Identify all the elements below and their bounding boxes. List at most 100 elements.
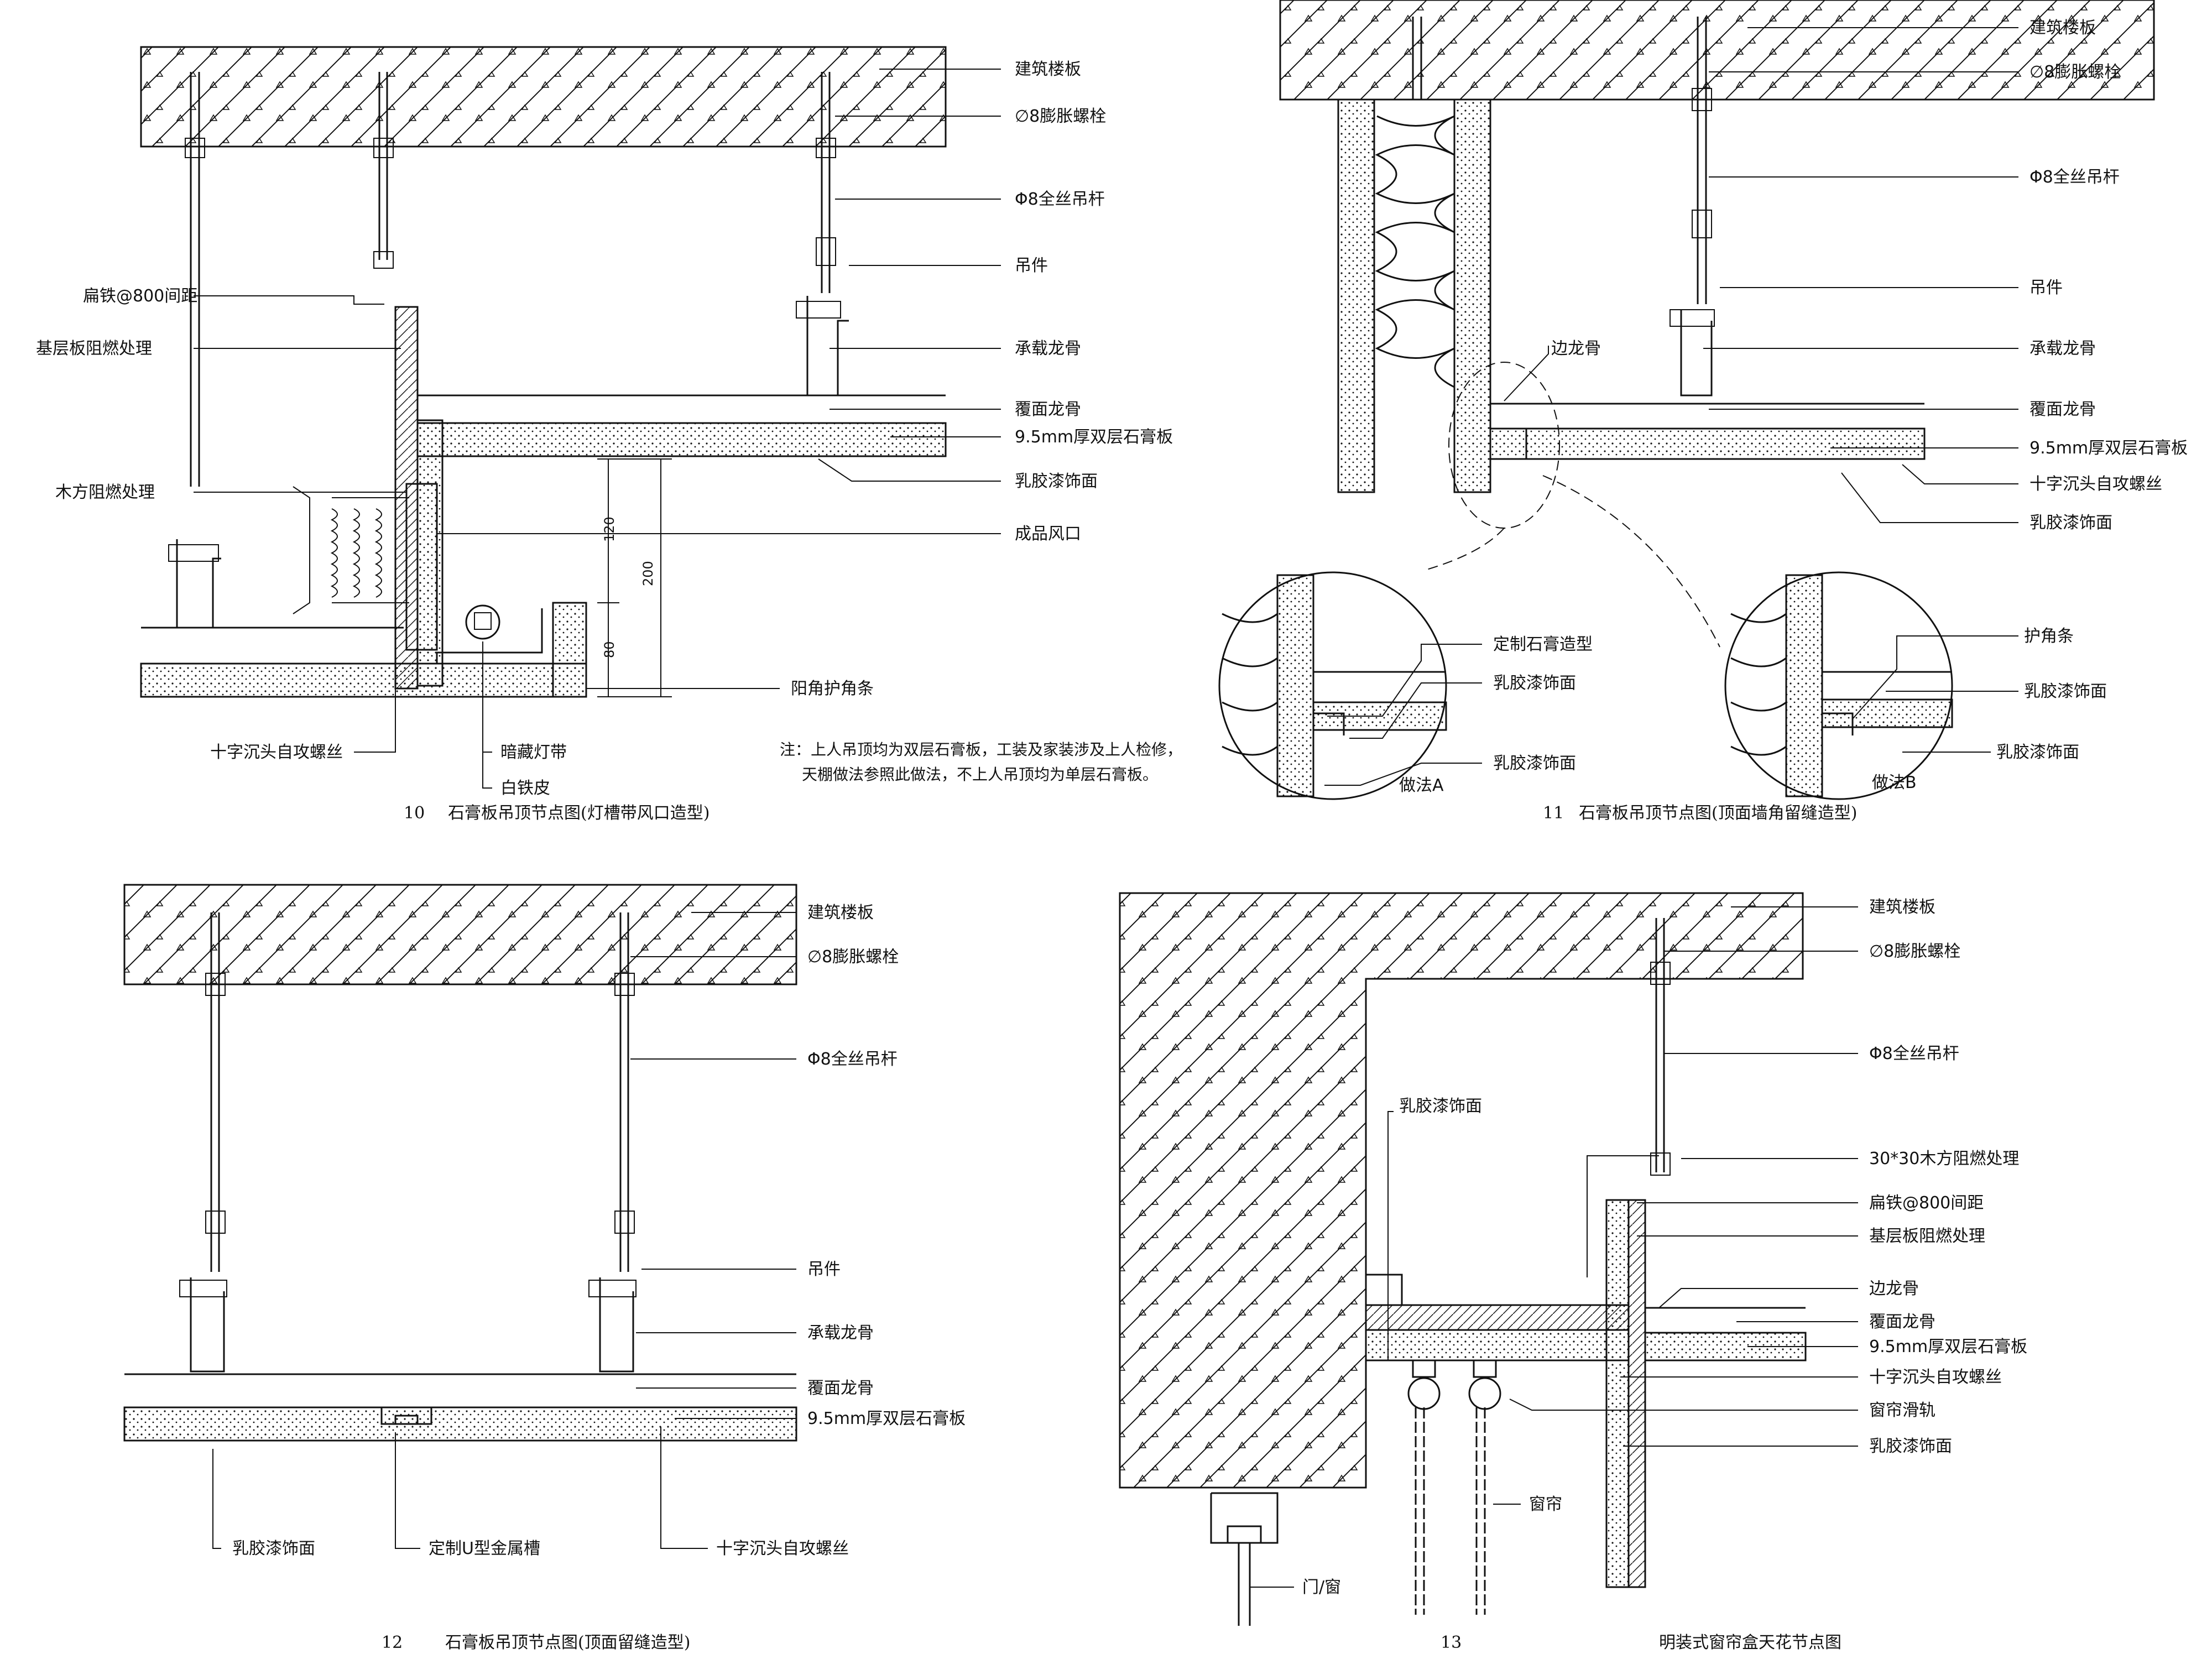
label-led: 暗藏灯带 (500, 743, 567, 762)
detail-title-12: 石膏板吊顶节点图(顶面留缝造型) (445, 1633, 690, 1652)
label-furring: 覆面龙骨 (2030, 400, 2096, 419)
leader-lines (212, 912, 796, 1549)
window-frame (1210, 1492, 1279, 1626)
dim-120: 120 (602, 517, 617, 542)
label-wood-batten: 木方阻燃处理 (55, 483, 155, 502)
label-flat-iron: 扁铁@800间距 (1869, 1193, 1984, 1213)
label-tin-sheet: 白铁皮 (500, 779, 550, 798)
leader-lines (194, 69, 1001, 789)
leader-lines (1250, 906, 1858, 1588)
label-slab: 建筑楼板 (2030, 18, 2096, 38)
label-paint: 乳胶漆饰面 (1015, 472, 1098, 491)
label-paint-left: 乳胶漆饰面 (1399, 1097, 1482, 1116)
label-gypsum: 9.5mm厚双层石膏板 (1015, 427, 1173, 447)
label-hanger: 吊件 (1015, 256, 1048, 275)
concrete-wall (1119, 892, 1804, 1489)
dimension-lines: 120 200 80 (597, 458, 672, 697)
concrete-slab (123, 884, 797, 985)
label-anchor-bolt: ∅8膨胀螺栓 (807, 947, 899, 967)
label-door-window: 门/窗 (1302, 1578, 1341, 1597)
label-screw: 十字沉头自攻螺丝 (210, 743, 343, 762)
dim-80: 80 (602, 641, 617, 658)
label-hanger-rod: Φ8全丝吊杆 (807, 1050, 898, 1069)
detail-number-10: 10 (404, 804, 425, 823)
detail-number-11: 11 (1543, 804, 1564, 823)
label-edge-runner: 边龙骨 (1869, 1279, 1919, 1298)
label-paint: 乳胶漆饰面 (232, 1539, 315, 1558)
label-gypsum: 9.5mm厚双层石膏板 (807, 1409, 966, 1428)
label-hanger: 吊件 (2030, 278, 2063, 298)
label-screw: 十字沉头自攻螺丝 (1869, 1368, 2002, 1387)
label-b-corner-bead: 护角条 (2024, 627, 2074, 646)
label-anchor-bolt: ∅8膨胀螺栓 (1869, 942, 1960, 961)
leader-lines (1504, 27, 2018, 523)
base-board-vertical (1627, 1199, 1646, 1588)
label-diffuser: 成品风口 (1015, 524, 1081, 544)
detail-title-11: 石膏板吊顶节点图(顶面墙角留缝造型) (1579, 804, 1857, 823)
label-a-paint-1: 乳胶漆饰面 (1493, 674, 1576, 693)
label-carrier: 承载龙骨 (1015, 339, 1081, 358)
detail-12: 建筑楼板 ∅8膨胀螺栓 Φ8全丝吊杆 吊件 承载龙骨 覆面龙骨 9.5mm厚双层… (123, 884, 966, 1652)
label-hanger-rod: Φ8全丝吊杆 (1015, 190, 1105, 209)
label-curtain-track: 窗帘滑轨 (1869, 1401, 1936, 1420)
label-paint: 乳胶漆饰面 (1869, 1437, 1952, 1456)
label-anchor-bolt: ∅8膨胀螺栓 (1015, 107, 1106, 126)
label-u-channel: 定制U型金属槽 (429, 1539, 540, 1558)
label-b-paint-2: 乳胶漆饰面 (1996, 743, 2079, 762)
label-base-board: 基层板阻燃处理 (36, 339, 152, 358)
hanger-rods (185, 72, 836, 487)
label-gypsum: 9.5mm厚双层石膏板 (1869, 1337, 2027, 1357)
label-flat-iron: 扁铁@800间距 (83, 286, 197, 306)
detail-number-13: 13 (1441, 1633, 1462, 1652)
label-slab: 建筑楼板 (1869, 898, 1936, 917)
label-gypsum: 9.5mm厚双层石膏板 (2030, 439, 2188, 458)
detail-11: 定制石膏造型 乳胶漆饰面 乳胶漆饰面 做法A 护角条 乳胶漆饰面 乳胶漆饰面 做… (1218, 0, 2188, 823)
detail-b: 护角条 乳胶漆饰面 乳胶漆饰面 做法B (1724, 571, 2107, 800)
label-furring: 覆面龙骨 (1015, 400, 1081, 419)
gypsum-board (416, 422, 947, 457)
label-anchor-bolt: ∅8膨胀螺栓 (2030, 62, 2121, 82)
label-paint: 乳胶漆饰面 (2030, 513, 2112, 533)
label-a-paint-2: 乳胶漆饰面 (1493, 754, 1576, 773)
label-slab: 建筑楼板 (1015, 60, 1081, 79)
detail-10: 120 200 80 建筑楼板 ∅8膨胀螺栓 Φ8全丝吊杆 吊件 承载龙 (36, 46, 1182, 823)
concrete-slab (1279, 0, 2155, 101)
label-corner-bead: 阳角护角条 (791, 679, 874, 698)
note-line-2: 天棚做法参照此做法，不上人吊顶均为单层石膏板。 (802, 765, 1158, 784)
detail-a: 定制石膏造型 乳胶漆饰面 乳胶漆饰面 做法A (1218, 571, 1593, 800)
concrete-slab (140, 46, 947, 148)
u-channel (380, 1407, 432, 1425)
caption-a: 做法A (1399, 776, 1444, 795)
detail-title-13: 明装式窗帘盒天花节点图 (1659, 1633, 1841, 1652)
label-a-custom-gypsum: 定制石膏造型 (1493, 635, 1593, 654)
label-hanger-rod: Φ8全丝吊杆 (2030, 168, 2120, 187)
carrier-channel (806, 296, 849, 397)
wall-left (1337, 98, 1375, 493)
insulation (1375, 115, 1455, 388)
curtain-box-board (1365, 1304, 1630, 1331)
label-screw: 十字沉头自攻螺丝 (716, 1539, 849, 1558)
label-hanger-rod: Φ8全丝吊杆 (1869, 1044, 1959, 1063)
label-carrier: 承载龙骨 (2030, 339, 2096, 358)
detail-13: 建筑楼板 ∅8膨胀螺栓 Φ8全丝吊杆 30*30木方阻燃处理 扁铁@800间距 … (1119, 892, 2027, 1652)
label-b-paint-1: 乳胶漆饰面 (2024, 682, 2107, 701)
label-slab: 建筑楼板 (807, 903, 874, 922)
gypsum-board (123, 1406, 797, 1442)
label-curtain: 窗帘 (1529, 1495, 1562, 1514)
label-furring: 覆面龙骨 (807, 1379, 874, 1398)
label-edge-runner: 边龙骨 (1551, 339, 1601, 358)
dim-200: 200 (640, 561, 656, 586)
caption-b: 做法B (1872, 773, 1917, 792)
label-screw: 十字沉头自攻螺丝 (2030, 474, 2162, 494)
label-hanger: 吊件 (807, 1260, 841, 1279)
detail-title-10: 石膏板吊顶节点图(灯槽带风口造型) (448, 804, 709, 823)
detail-number-12: 12 (382, 1633, 403, 1652)
label-wood-batten: 30*30木方阻燃处理 (1869, 1149, 2019, 1168)
label-carrier: 承载龙骨 (807, 1323, 874, 1343)
label-furring: 覆面龙骨 (1869, 1312, 1936, 1332)
label-base-board: 基层板阻燃处理 (1869, 1227, 1985, 1246)
note-line-1: 注：上人吊顶均为双层石膏板，工装及家装涉及上人检修， (780, 740, 1182, 759)
curtain-track (1407, 1360, 1501, 1615)
led-strip (465, 604, 500, 640)
